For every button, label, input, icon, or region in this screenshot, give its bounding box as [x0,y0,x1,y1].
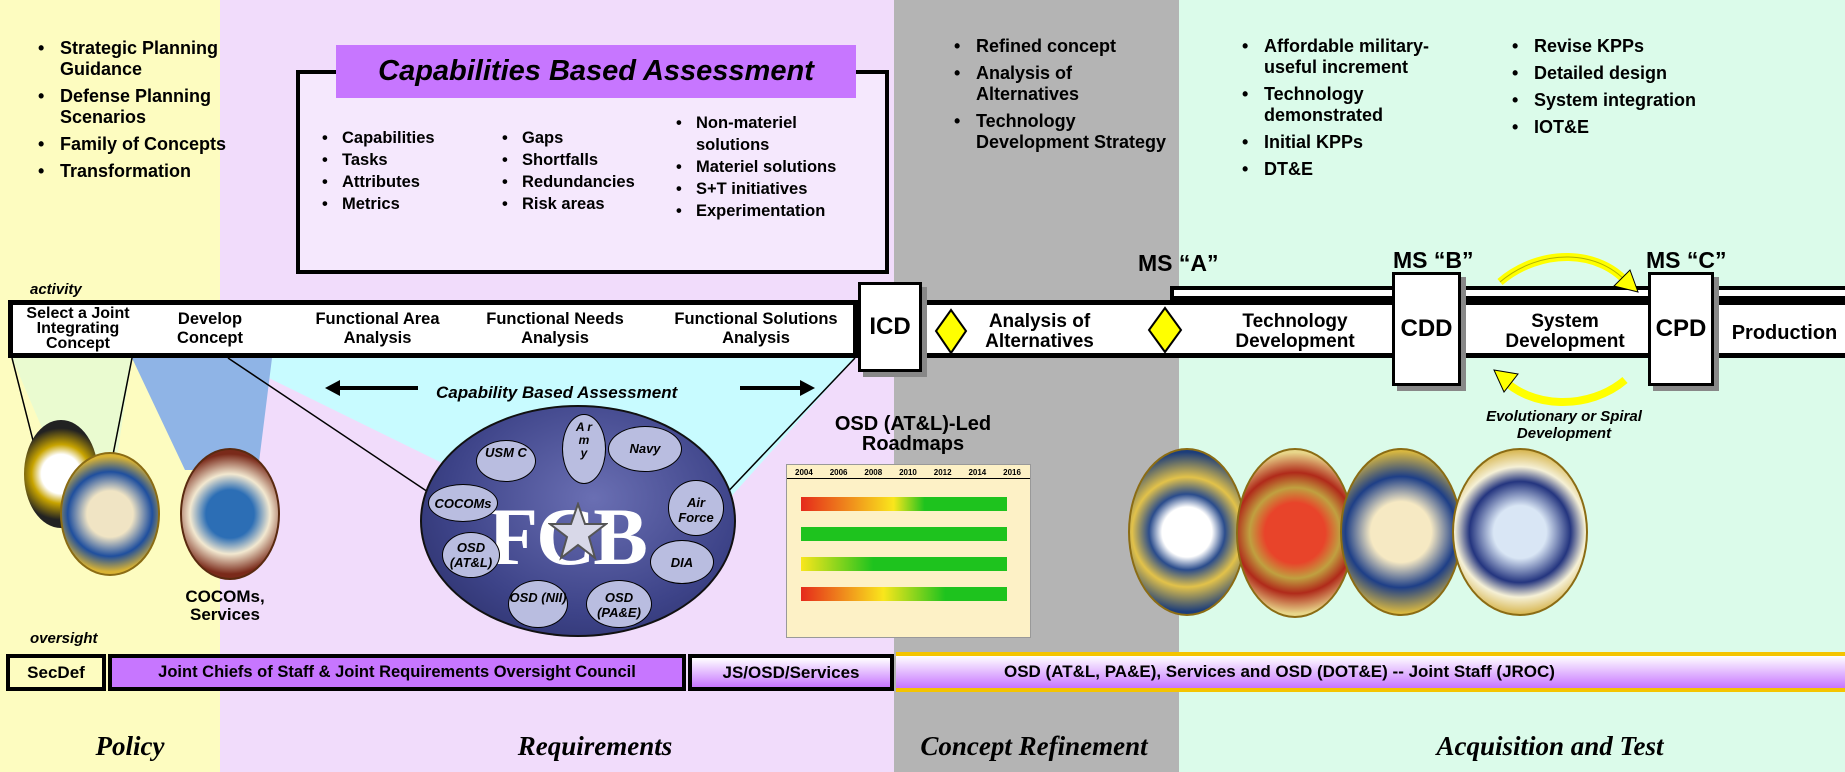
fcb-member-osd-pae: OSD (PA&E) [586,580,652,628]
phase-requirements: Requirements [517,731,673,761]
policy-bullet: Strategic Planning Guidance [38,38,250,80]
step-tech-dev: Technology Development [1235,311,1355,352]
roadmap-bar [801,557,1007,571]
roadmap-bar [801,527,1007,541]
cba-item: Gaps [502,127,635,149]
cba-col1: Capabilities Tasks Attributes Metrics [320,127,435,215]
cba-item: Risk areas [502,193,635,215]
army-seal [1128,448,1246,616]
concept-bullet: Technology Development Strategy [954,111,1176,153]
fcb-member-dia: DIA [650,540,714,584]
step-select-jic: Select a Joint Integrating Concept [26,305,130,352]
process-bar-left [8,300,858,358]
step-fna: Functional Needs Analysis [486,310,624,347]
roadmap-year: 2010 [899,468,917,477]
osd-bar: OSD (AT&L, PA&E), Services and OSD (DOT&… [896,652,1845,692]
acq-bullet: Initial KPPs [1242,132,1454,153]
roadmap-year: 2006 [829,468,848,477]
cba-item: Capabilities [322,127,435,149]
phase-concept-refinement: Concept Refinement [920,731,1148,761]
policy-bullet: Family of Concepts [38,134,250,155]
milestone-diamond [934,308,968,355]
dod-seal [60,452,160,576]
concept-bullets: Refined concept Analysis of Alternatives… [950,36,1176,159]
step-faa: Functional Area Analysis [315,310,440,347]
roadmap-year: 2016 [1003,468,1021,477]
cocoms-label: COCOMs, Services [185,587,265,624]
roadmap-year: 2014 [968,468,987,477]
js-bar: JS/OSD/Services [688,654,894,691]
acq-bullet: Technology demonstrated [1242,84,1454,126]
fcb-member-army: A r m y [562,414,606,484]
cba-item: Experimentation [676,200,896,222]
fcb-member-cocoms: COCOMs [428,484,498,522]
cpd-document: CPD [1648,272,1714,386]
acq-bullet: System integration [1512,90,1734,111]
jcs-bar: Joint Chiefs of Staff & Joint Requiremen… [108,654,686,691]
cba-col3: Non-materiel solutions Materiel solution… [674,112,896,222]
step-aoa: Analysis of Alternatives [985,311,1094,352]
acq-bullet: Detailed design [1512,63,1734,84]
cba-item: Metrics [322,193,435,215]
phase-policy: Policy [95,731,165,761]
acq-bullet: Affordable military-useful increment [1242,36,1454,78]
cba-col2: Gaps Shortfalls Redundancies Risk areas [500,127,635,215]
navy-seal [1340,448,1462,616]
roadmap-year: 2008 [864,468,883,477]
roadmap-year: 2004 [795,468,813,477]
cba-item: Non-materiel solutions [676,112,836,156]
step-sys-dev: System Development [1505,311,1625,352]
fcb-member-osd-nii: OSD (NII) [508,580,568,628]
roadmap-bar [801,587,1007,601]
acq-bullets-2: Revise KPPs Detailed design System integ… [1508,36,1734,144]
milestone-a: MS “A” [1138,250,1219,276]
acq-bullet: Revise KPPs [1512,36,1734,57]
acq-bullet: DT&E [1242,159,1454,180]
cba-item: Materiel solutions [676,156,896,178]
cocom-seal [180,448,280,580]
activity-label: activity [30,281,82,298]
phase-acquisition: Acquisition and Test [1436,731,1664,761]
cdd-document: CDD [1392,272,1461,386]
evolutionary-label: Evolutionary or Spiral Development [1486,408,1642,442]
milestone-c: MS “C” [1646,247,1727,273]
secdef-bar: SecDef [6,654,106,691]
cba-item: Attributes [322,171,435,193]
cba-arrow-label: Capability Based Assessment [436,383,678,402]
roadmap-years: 2004 2006 2008 2010 2012 2014 2016 [795,468,1021,477]
fcb-member-airforce: Air Force [668,480,724,536]
roadmap-year: 2012 [933,468,952,477]
fcb-star-icon [548,502,608,561]
step-fsa: Functional Solutions Analysis [674,310,838,347]
airforce-seal [1452,448,1588,616]
roadmap-bar [801,497,1007,511]
oversight-label: oversight [30,630,98,647]
icd-document: ICD [858,282,922,372]
acq-bullet: IOT&E [1512,117,1734,138]
fcb-member-osd-atl: OSD (AT&L) [442,532,500,578]
policy-bullets: Strategic Planning Guidance Defense Plan… [34,38,250,188]
cba-item: Redundancies [502,171,635,193]
roadmap-chart: 2004 2006 2008 2010 2012 2014 2016 [786,464,1031,638]
step-develop-concept: Develop Concept [177,310,243,347]
cba-title: Capabilities Based Assessment [336,45,856,98]
fcb-member-navy: Navy [608,426,682,472]
cba-item: Tasks [322,149,435,171]
concept-bullet: Refined concept [954,36,1176,57]
policy-bullet: Transformation [38,161,250,182]
step-production: Production [1731,322,1838,344]
marine-seal [1236,448,1354,618]
cba-item: Shortfalls [502,149,635,171]
cba-item: S+T initiatives [676,178,896,200]
concept-bullet: Analysis of Alternatives [954,63,1176,105]
milestone-diamond [1147,306,1183,354]
roadmaps-label: OSD (AT&L)-Led Roadmaps [834,413,992,455]
milestone-b: MS “B” [1393,247,1474,273]
acq-bullets-1: Affordable military-useful increment Tec… [1238,36,1454,186]
policy-bullet: Defense Planning Scenarios [38,86,250,128]
fcb-member-usmc: USM C [476,440,536,482]
